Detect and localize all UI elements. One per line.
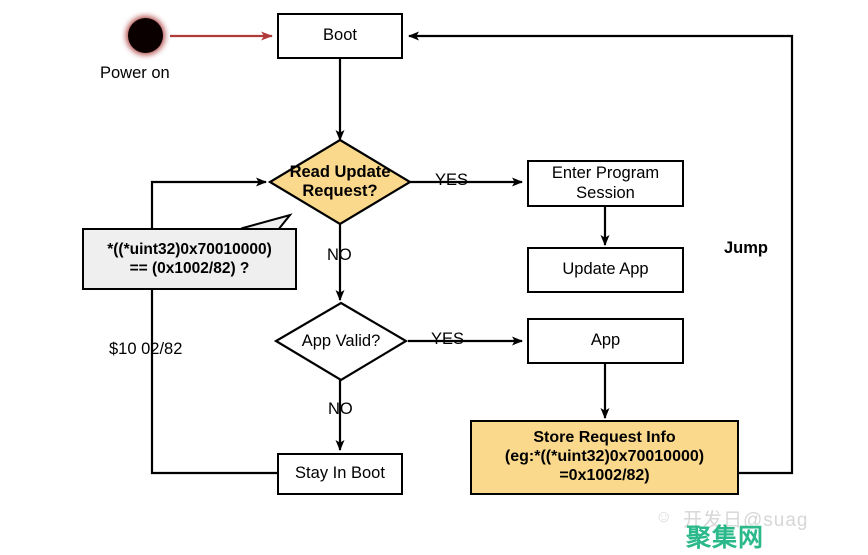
power-on-label: Power on	[100, 64, 170, 82]
node-boot[interactable]: Boot	[277, 13, 403, 59]
decision-read-update-request-shape	[267, 138, 413, 226]
decision-read-update-request[interactable]: Read Update Request?	[270, 140, 410, 224]
callout-line1: *((*uint32)0x70010000)	[107, 240, 272, 258]
power-on-terminator	[128, 18, 163, 53]
decision-app-valid-shape	[273, 301, 409, 382]
edge-label-yes-app-valid: YES	[431, 330, 465, 348]
decision-app-valid-label: App Valid?	[276, 303, 406, 380]
store-request-line1: Store Request Info	[533, 429, 676, 447]
callout-update-request-condition: *((*uint32)0x70010000) == (0x1002/82) ?	[82, 228, 297, 290]
decision-read-update-request-label: Read Update Request?	[270, 140, 410, 224]
enter-program-session-line2: Session	[576, 183, 635, 202]
node-app-label: App	[590, 331, 621, 350]
edge-label-no-app-valid: NO	[328, 400, 353, 418]
read-update-line2: Request?	[302, 182, 378, 200]
smiley-face-icon: ☺	[655, 507, 673, 526]
store-request-line2: (eg:*((*uint32)0x70010000)	[504, 448, 705, 466]
node-stay-in-boot-label: Stay In Boot	[295, 464, 385, 483]
node-enter-program-session[interactable]: Enter Program Session	[527, 160, 684, 207]
edge-label-jump: Jump	[723, 239, 768, 257]
edge-label-yes-update: YES	[435, 171, 469, 189]
edge-label-feedback: $10 02/82	[109, 340, 183, 358]
node-store-request-info[interactable]: Store Request Info (eg:*((*uint32)0x7001…	[470, 420, 739, 495]
decision-app-valid[interactable]: App Valid?	[276, 303, 406, 380]
callout-line2: == (0x1002/82) ?	[129, 260, 250, 277]
read-update-line1: Read Update	[289, 163, 391, 182]
edge-stay-in-boot-feedback	[150, 177, 277, 475]
node-boot-label: Boot	[323, 26, 357, 45]
store-request-line3: =0x1002/82)	[559, 466, 650, 484]
edge-store-request-jump-to-boot	[408, 31, 794, 475]
node-update-app-label: Update App	[562, 260, 649, 279]
app-valid-text: App Valid?	[301, 332, 381, 351]
watermark-main-text: 聚集网	[686, 524, 765, 552]
watermark-faint-text: 开发日@suag	[683, 510, 809, 531]
node-app[interactable]: App	[527, 318, 684, 364]
node-stay-in-boot[interactable]: Stay In Boot	[277, 453, 403, 495]
node-update-app[interactable]: Update App	[527, 247, 684, 293]
enter-program-session-line1: Enter Program	[551, 164, 660, 183]
edge-label-no-update: NO	[327, 246, 352, 264]
